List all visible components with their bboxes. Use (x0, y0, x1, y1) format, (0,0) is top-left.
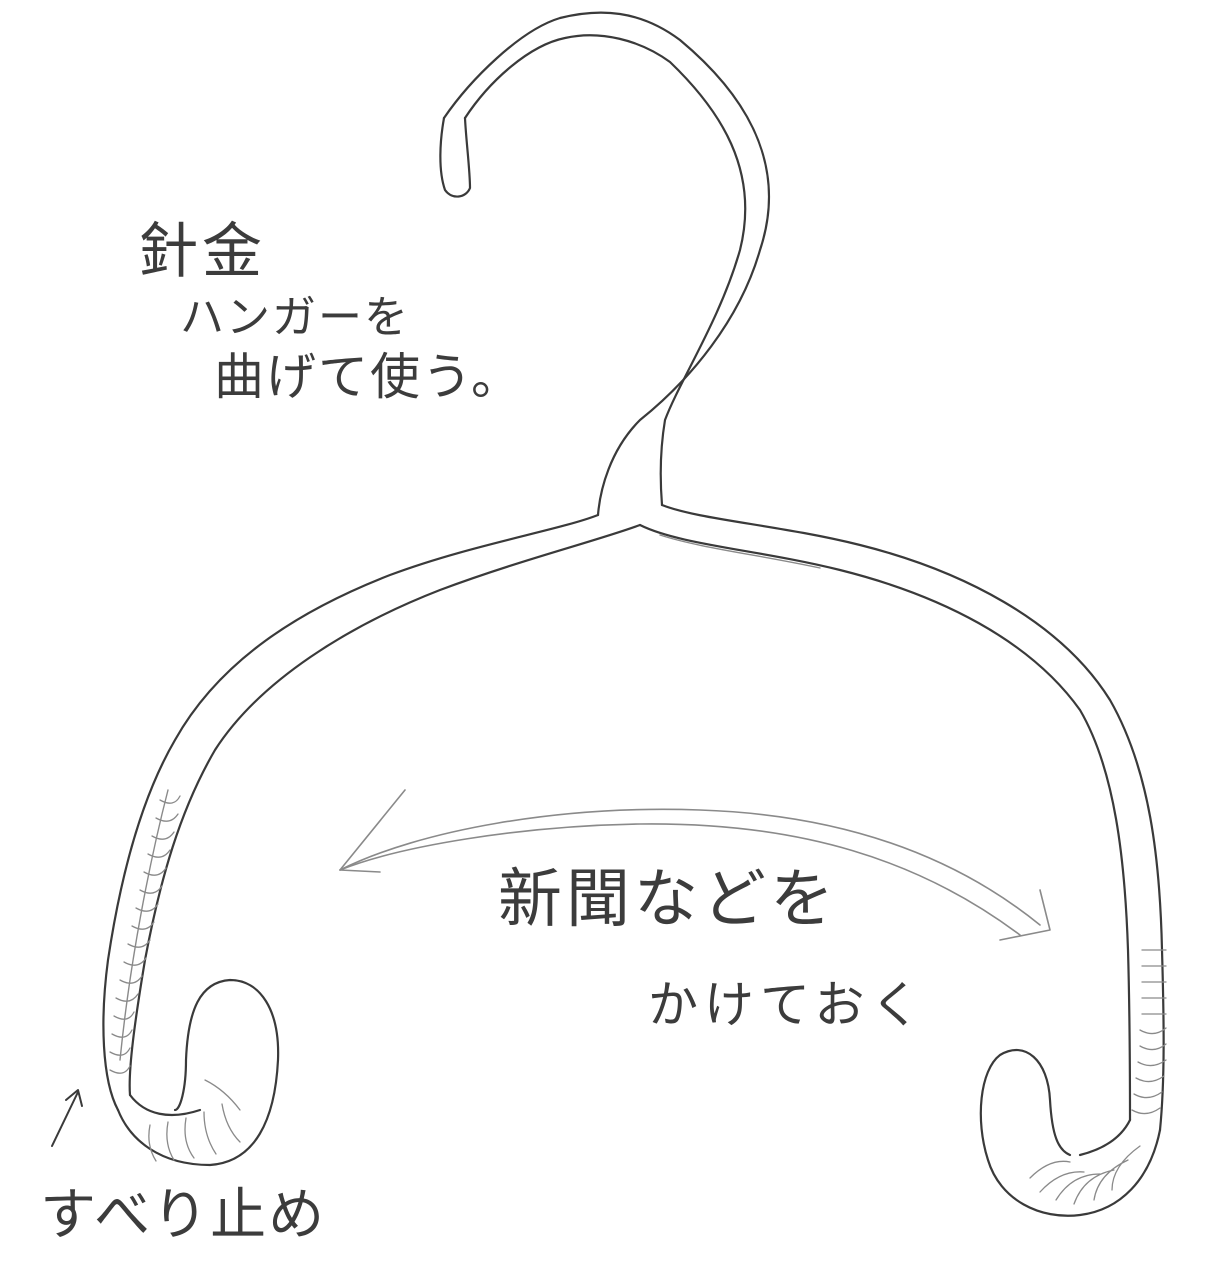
left-grip-hatching (109, 795, 181, 1074)
drape-arrow (339, 789, 1051, 941)
non-slip-note: すべり止め (40, 1183, 327, 1248)
wire-note-line-1: 針金 (138, 217, 266, 287)
right-grip-hatching (1131, 949, 1167, 1115)
hanger-left-curl (116, 978, 280, 1167)
hanger-right-arm (638, 503, 1165, 1132)
newspaper-note: 新聞などを かけておく (498, 868, 927, 1030)
hanger-left-arm (102, 513, 642, 1112)
hanger-hook (439, 11, 770, 517)
wire-note-line-2: ハンガーを (180, 292, 410, 343)
grip-pointer-arrow (51, 1089, 83, 1147)
wire-hanger-note: 針金 ハンガーを 曲げて使う。 (138, 222, 523, 402)
hanger-right-curl (979, 1048, 1162, 1217)
newspaper-note-line-2: かけておく (648, 976, 927, 1034)
newspaper-note-line-1: 新聞などを (498, 863, 838, 937)
wire-note-line-3: 曲げて使う。 (214, 348, 523, 406)
